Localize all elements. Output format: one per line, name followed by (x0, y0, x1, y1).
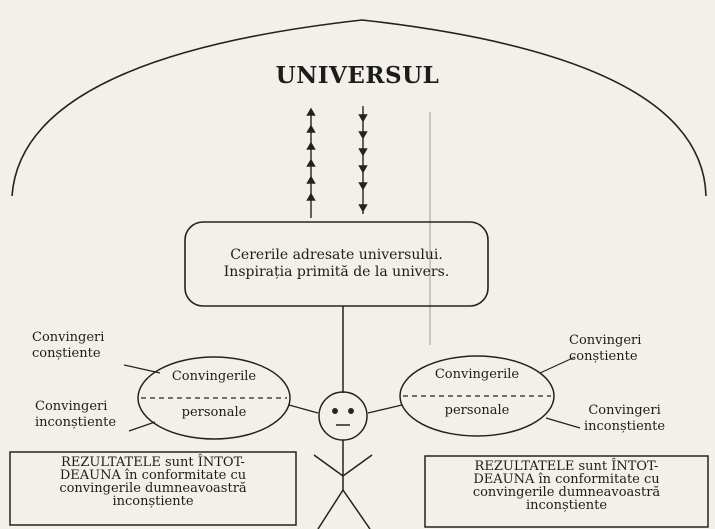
figure-head (318, 391, 368, 441)
left-oval-top-text: Convingerile (171, 369, 257, 384)
center-box-line-2: Inspirația primită de la univers. (223, 264, 450, 280)
center-box-line-1: Cererile adresate universului. (230, 247, 443, 263)
universe-title: UNIVERSUL (275, 62, 440, 89)
right-conscious-label: Convingeri conștiente (569, 333, 642, 364)
upward-arrows (306, 107, 316, 218)
left-oval-bottom-text: personale (181, 405, 247, 420)
right-oval (399, 355, 555, 437)
downward-arrows (358, 106, 368, 214)
right-result-text: REZULTATELE sunt ÎNTOT- DEAUNA în confor… (472, 459, 661, 513)
universe-dome (11, 19, 707, 197)
left-conscious-label: Convingeri conștiente (32, 330, 105, 361)
right-oval-top-text: Convingerile (434, 367, 520, 382)
center-box-frame (184, 221, 489, 307)
right-oval-bottom-text: personale (444, 403, 510, 418)
right-result-frame (424, 455, 709, 528)
center-box: Cererile adresate universului. Inspirați… (185, 222, 488, 306)
left-result-text: REZULTATELE sunt ÎNTOT- DEAUNA în confor… (59, 455, 247, 509)
left-oval (137, 356, 291, 440)
stick-figure (313, 391, 373, 529)
right-unconscious-label: Convingeri inconștiente (584, 403, 666, 434)
left-unconscious-label: Convingeri inconștiente (35, 399, 117, 430)
left-result-frame (9, 451, 297, 526)
